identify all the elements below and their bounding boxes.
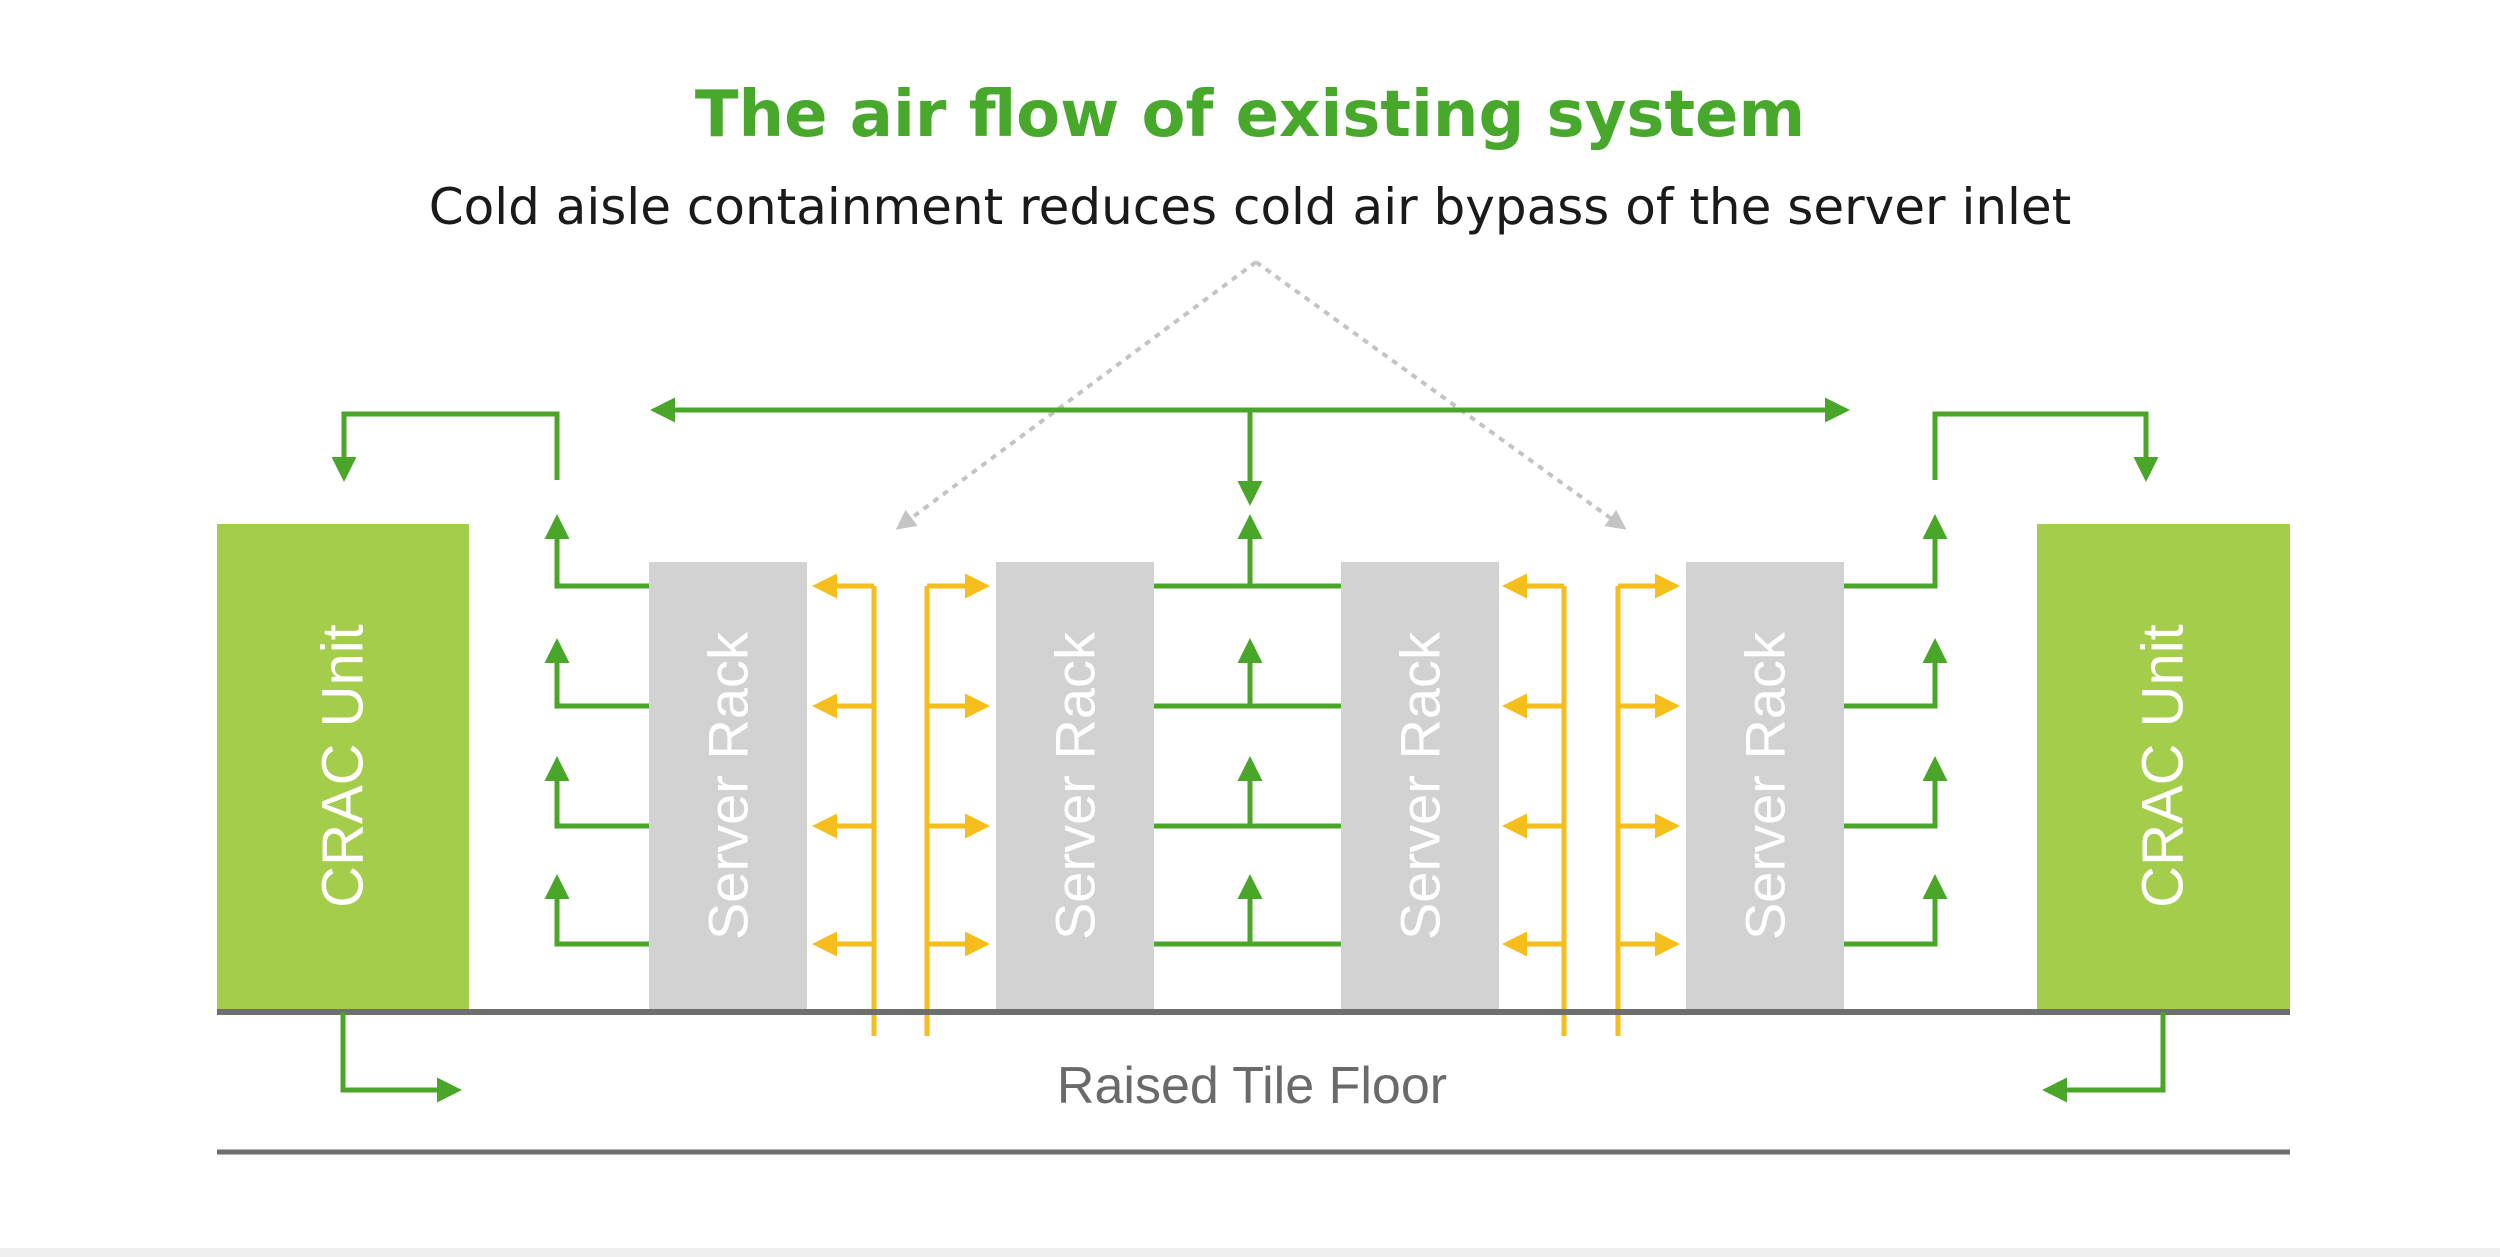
bottom-strip	[0, 1248, 2500, 1257]
hot-air-arrow	[1844, 756, 1948, 829]
hot-air-arrow	[544, 874, 649, 947]
server-rack-3: Server Rack	[1341, 562, 1499, 1010]
underfloor-right-arrow	[2042, 1012, 2166, 1103]
hot-air-arrow	[544, 514, 649, 589]
bypass-arrow-right	[1254, 260, 1627, 530]
top-return-air	[650, 397, 1850, 506]
server-rack-label: Server Rack	[697, 631, 760, 940]
diagram-title: The air flow of existing system	[694, 78, 1806, 152]
crac-return-elbows	[331, 411, 2159, 482]
hot-air-exhaust	[544, 514, 1948, 947]
floor-label: Raised Tile Floor	[1057, 1057, 1447, 1115]
server-rack-2: Server Rack	[996, 562, 1154, 1010]
hot-air-arrow	[1844, 638, 1948, 709]
hot-air-arrow	[544, 638, 649, 709]
hot-air-arrow	[544, 756, 649, 829]
bypass-arrow-left	[895, 260, 1258, 530]
server-rack-label: Server Rack	[1044, 631, 1107, 940]
server-rack-1: Server Rack	[649, 562, 807, 1010]
server-rack-label: Server Rack	[1734, 631, 1797, 940]
diagram-subtitle: Cold aisle containment reduces cold air …	[428, 178, 2072, 236]
hot-air-arrow	[1844, 514, 1948, 589]
server-rack-4: Server Rack	[1686, 562, 1844, 1010]
left-return-elbow	[331, 411, 560, 482]
crac-unit-left: CRAC Unit	[217, 524, 469, 1009]
underfloor-left-arrow	[340, 1012, 462, 1103]
hot-air-arrow	[1844, 874, 1948, 947]
crac-unit-right: CRAC Unit	[2037, 524, 2290, 1009]
cold-air-supply	[812, 573, 1680, 1036]
crac-unit-label: CRAC Unit	[2131, 624, 2196, 908]
bypass-arrows	[895, 260, 1627, 530]
right-return-elbow	[1932, 411, 2159, 482]
crac-unit-label: CRAC Unit	[311, 624, 376, 908]
server-rack-label: Server Rack	[1389, 631, 1452, 940]
